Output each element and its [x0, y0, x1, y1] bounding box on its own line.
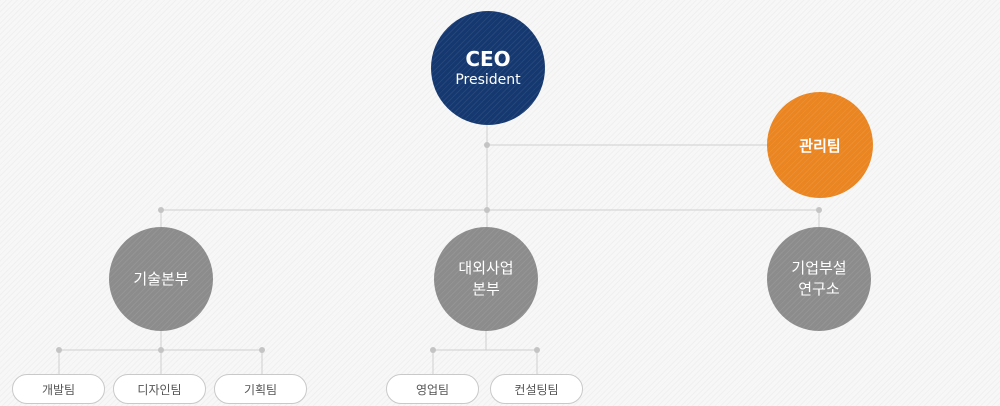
team-sales: 영업팀: [386, 374, 479, 404]
connector-dot: [158, 207, 164, 213]
tech-division-label: 기술본부: [133, 269, 189, 288]
admin-team-node: 관리팀: [767, 92, 873, 198]
connector-dot: [816, 207, 822, 213]
business-division-node: 대외사업 본부: [434, 227, 538, 331]
connector-dot: [484, 142, 490, 148]
team-consulting: 컨설팅팀: [490, 374, 583, 404]
connector-dot: [430, 347, 436, 353]
team-planning: 기획팀: [214, 374, 307, 404]
ceo-title: CEO: [465, 46, 511, 71]
connector-dot: [158, 347, 164, 353]
connector-dot: [484, 207, 490, 213]
tech-division-node: 기술본부: [109, 227, 213, 331]
connector-dot: [534, 347, 540, 353]
business-division-label-line2: 본부: [472, 280, 500, 298]
research-lab-node: 기업부설 연구소: [767, 227, 871, 331]
research-lab-label-line1: 기업부설: [791, 259, 847, 277]
business-division-label-line1: 대외사업: [458, 259, 514, 277]
research-lab-label-line2: 연구소: [798, 280, 840, 298]
ceo-subtitle: President: [455, 71, 521, 88]
admin-team-label: 관리팀: [799, 136, 841, 155]
team-design: 디자인팀: [113, 374, 206, 404]
team-dev: 개발팀: [12, 374, 105, 404]
connector-dot: [259, 347, 265, 353]
ceo-node: CEO President: [431, 11, 545, 125]
connector-dot: [56, 347, 62, 353]
